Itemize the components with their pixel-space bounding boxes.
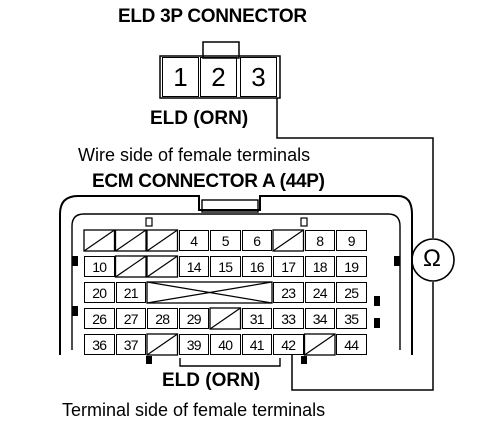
ecm-inner-frame [71, 213, 401, 350]
ecm-empty-cavity [146, 333, 179, 356]
ecm-blocked-cross [146, 281, 273, 304]
ecm-pin-27: 27 [115, 308, 146, 329]
top-marker-1 [145, 217, 153, 227]
3p-housing [159, 55, 281, 99]
ecm-pin-9: 9 [336, 230, 367, 251]
ecm-lock-tab [201, 199, 259, 213]
ecm-pin-18: 18 [304, 256, 335, 277]
right-rib-1 [394, 256, 400, 266]
ecm-connector-title: ECM CONNECTOR A (44P) [92, 171, 325, 192]
ecm-empty-slash [146, 229, 178, 252]
ecm-housing [59, 195, 413, 355]
ecm-pin-41: 41 [241, 334, 272, 355]
bottom-marker-2 [301, 356, 307, 364]
ecm-pin-39: 39 [178, 334, 209, 355]
ecm-empty-slash [304, 333, 336, 356]
ecm-pin-25: 25 [336, 282, 367, 303]
bottom-marker-1 [146, 356, 152, 364]
ecm-pin-31: 31 [241, 308, 272, 329]
ecm-pin-20: 20 [84, 282, 115, 303]
ecm-empty-slash [146, 255, 178, 278]
eld-orn-bottom-label: ELD (ORN) [162, 370, 261, 391]
wire-from-pin3 [276, 98, 434, 238]
ecm-pin-33: 33 [273, 308, 304, 329]
ecm-pin-8: 8 [304, 230, 335, 251]
pin-3: 3 [240, 57, 277, 97]
ecm-empty-cavity [83, 229, 116, 252]
ecm-empty-cavity [303, 333, 336, 356]
ecm-pin-14: 14 [178, 256, 209, 277]
top-marker-2 [300, 217, 308, 227]
ecm-pin-26: 26 [84, 308, 115, 329]
ecm-pin-6: 6 [241, 230, 272, 251]
ecm-pin-10: 10 [84, 256, 115, 277]
ecm-pin-44: 44 [336, 334, 367, 355]
left-rib-1 [72, 256, 78, 266]
ecm-empty-cavity [209, 307, 242, 330]
ecm-pin-29: 29 [178, 308, 209, 329]
ecm-pin-grid [83, 229, 336, 356]
right-rib-2 [374, 296, 380, 306]
ecm-pin-19: 19 [336, 256, 367, 277]
eld-orn-top-label: ELD (ORN) [150, 108, 249, 129]
ecm-empty-cavity [146, 229, 179, 252]
ecm-blocked-region [146, 281, 273, 304]
ecm-pin-5: 5 [210, 230, 241, 251]
ecm-empty-slash [115, 229, 147, 252]
bottom-notch [179, 358, 281, 367]
ecm-pin-21: 21 [115, 282, 146, 303]
3p-lock-tab [202, 41, 240, 59]
ecm-empty-cavity [146, 255, 179, 278]
ecm-pin-24: 24 [304, 282, 335, 303]
ecm-pin-28: 28 [147, 308, 178, 329]
ecm-empty-slash [272, 229, 304, 252]
terminal-side-label: Terminal side of female terminals [62, 400, 326, 420]
right-rib-3 [374, 318, 380, 328]
ecm-empty-cavity [272, 229, 305, 252]
ecm-pin-17: 17 [273, 256, 304, 277]
ecm-pin-35: 35 [336, 308, 367, 329]
ecm-pin-16: 16 [241, 256, 272, 277]
ecm-empty-slash [115, 255, 147, 278]
ecm-pin-4: 4 [178, 230, 209, 251]
pin-1: 1 [162, 57, 199, 97]
wire-to-pin42 [291, 282, 434, 391]
ecm-empty-slash [83, 229, 115, 252]
left-rib-2 [72, 306, 78, 316]
ohm-symbol: Ω [423, 245, 441, 272]
ecm-pin-40: 40 [210, 334, 241, 355]
ecm-pin-42: 42 [273, 334, 304, 355]
wire-side-label: Wire side of female terminals [78, 145, 311, 165]
ecm-empty-slash [146, 333, 178, 356]
ecm-pin-34: 34 [304, 308, 335, 329]
ecm-pin-37: 37 [115, 334, 146, 355]
ecm-pin-15: 15 [210, 256, 241, 277]
ecm-empty-slash [209, 307, 241, 330]
eld-3p-connector-title: ELD 3P CONNECTOR [118, 6, 307, 27]
ecm-pin-36: 36 [84, 334, 115, 355]
ecm-empty-cavity [114, 255, 147, 278]
ecm-empty-cavity [114, 229, 147, 252]
ecm-pin-23: 23 [273, 282, 304, 303]
